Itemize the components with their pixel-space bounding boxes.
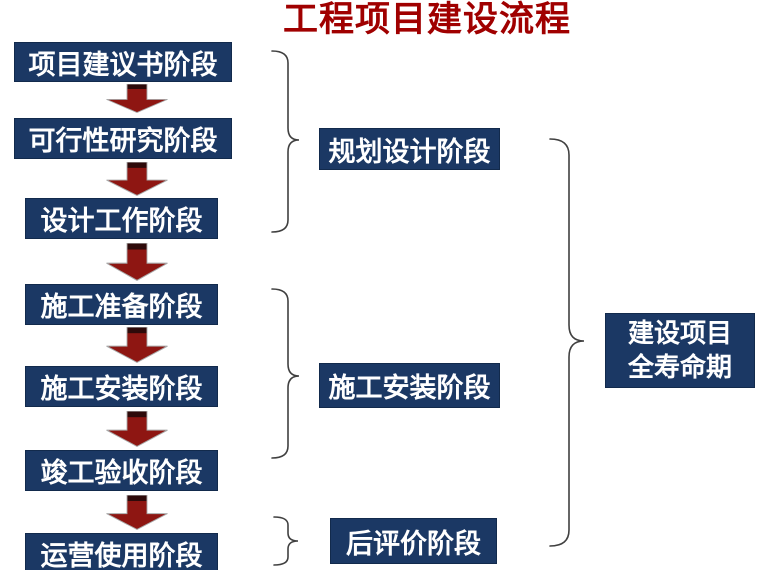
phase-box-post-evaluation: 后评价阶段 [330, 518, 497, 564]
down-arrow-icon [106, 327, 168, 363]
flow-box-construction-prep: 施工准备阶段 [25, 284, 218, 325]
down-arrow-icon [106, 411, 168, 447]
flow-box-project-proposal: 项目建议书阶段 [14, 42, 232, 82]
brace-construction-group [271, 288, 300, 459]
brace-lifecycle-group [549, 138, 585, 547]
phase-box-planning-design: 规划设计阶段 [319, 128, 500, 170]
flow-box-operation-use: 运营使用阶段 [25, 533, 218, 570]
lifecycle-line-1: 建设项目 [627, 318, 732, 349]
flow-box-feasibility-study: 可行性研究阶段 [14, 118, 232, 159]
flow-box-design-work: 设计工作阶段 [25, 198, 218, 239]
phase-box-construction-install: 施工安装阶段 [319, 363, 500, 408]
flow-box-completion-acceptance: 竣工验收阶段 [25, 450, 218, 491]
flow-box-construction-install: 施工安装阶段 [25, 366, 218, 407]
lifecycle-line-2: 全寿命期 [627, 352, 732, 383]
page-title: 工程项目建设流程 [283, 0, 572, 40]
down-arrow-icon [106, 84, 168, 113]
down-arrow-icon [106, 162, 168, 196]
down-arrow-icon [106, 243, 168, 281]
lifecycle-box: 建设项目 全寿命期 [605, 313, 755, 388]
brace-planning-group [271, 50, 300, 233]
down-arrow-icon [106, 495, 168, 530]
brace-postevaluation-group [273, 516, 299, 566]
